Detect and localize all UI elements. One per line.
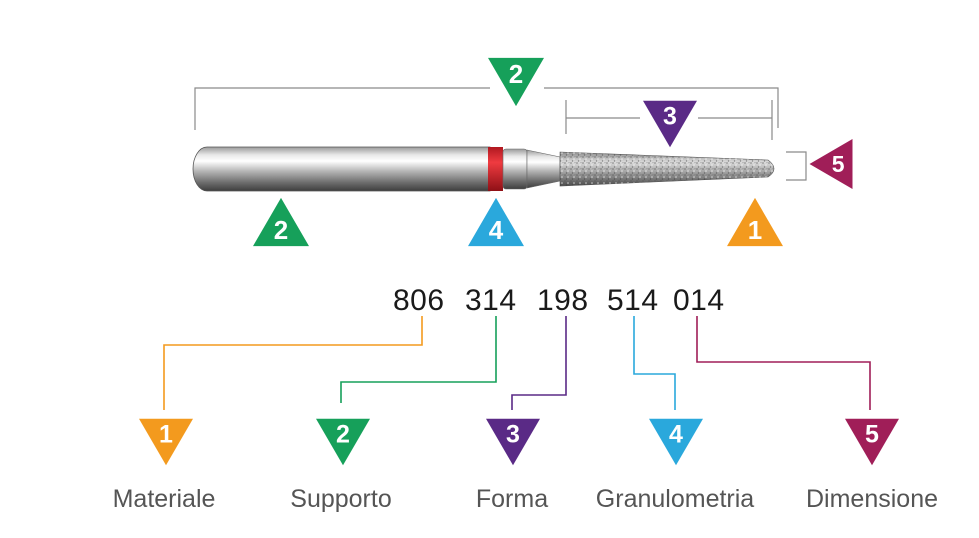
full-length-bracket: [194, 87, 779, 130]
marker-shank-triangle: [253, 197, 309, 247]
burr-color-band: [488, 147, 503, 191]
marker-band-number: 4: [489, 215, 504, 245]
marker-shank-number: 2: [274, 215, 288, 245]
category-label-materiale: Materiale: [112, 485, 216, 513]
marker-band: 4: [468, 197, 524, 247]
category-label-granulometria: Granulometria: [595, 485, 755, 513]
marker-head-length: 3: [643, 100, 697, 148]
marker-supporto-number: 2: [336, 420, 350, 448]
marker-band-triangle: [468, 197, 524, 247]
marker-dimensione: 5: [845, 418, 899, 466]
marker-shank: 2: [253, 197, 309, 247]
code-group-support: 314: [465, 284, 517, 317]
category-label-forma: Forma: [475, 485, 549, 513]
marker-head-triangle: [727, 197, 783, 247]
marker-granulometria-triangle: [649, 418, 703, 466]
category-label-supporto: Supporto: [290, 485, 392, 513]
connector-supporto: [340, 316, 497, 403]
marker-tip-diameter: 5: [809, 139, 853, 189]
marker-forma: 3: [486, 418, 540, 466]
marker-materiale-triangle: [139, 418, 193, 466]
burr-neck: [526, 149, 561, 189]
marker-full-length-triangle: [488, 57, 544, 107]
burr-shank: [192, 146, 491, 192]
marker-head: 1: [727, 197, 783, 247]
code-group-material: 806: [393, 284, 445, 317]
marker-forma-number: 3: [506, 420, 520, 448]
marker-head-length-number: 3: [663, 102, 677, 130]
marker-supporto: 2: [316, 418, 370, 466]
marker-head-length-triangle: [643, 100, 697, 148]
marker-tip-diameter-number: 5: [832, 151, 845, 177]
code-group-grit: 514: [607, 284, 659, 317]
burr-collar: [502, 148, 528, 190]
head-length-bracket: [565, 100, 773, 140]
code-group-shape: 198: [537, 284, 589, 317]
connector-forma: [511, 316, 567, 410]
marker-head-number: 1: [748, 215, 762, 245]
marker-supporto-triangle: [316, 418, 370, 466]
connector-dimensione: [696, 316, 871, 410]
marker-dimensione-number: 5: [865, 420, 879, 448]
dental-burr: [192, 146, 775, 192]
marker-materiale: 1: [139, 418, 193, 466]
marker-full-length: 2: [488, 57, 544, 107]
connector-materiale: [163, 316, 423, 410]
marker-dimensione-triangle: [845, 418, 899, 466]
connector-lines: [163, 316, 871, 410]
marker-granulometria-number: 4: [669, 420, 683, 448]
tip-diameter-bracket: [786, 151, 807, 181]
marker-tip-diameter-triangle: [809, 139, 853, 189]
marker-materiale-number: 1: [159, 420, 173, 448]
code-group-dimension: 014: [673, 284, 725, 317]
marker-forma-triangle: [486, 418, 540, 466]
marker-granulometria: 4: [649, 418, 703, 466]
category-label-dimensione: Dimensione: [805, 485, 939, 513]
marker-full-length-number: 2: [509, 59, 523, 89]
connector-granulometria: [633, 316, 676, 410]
